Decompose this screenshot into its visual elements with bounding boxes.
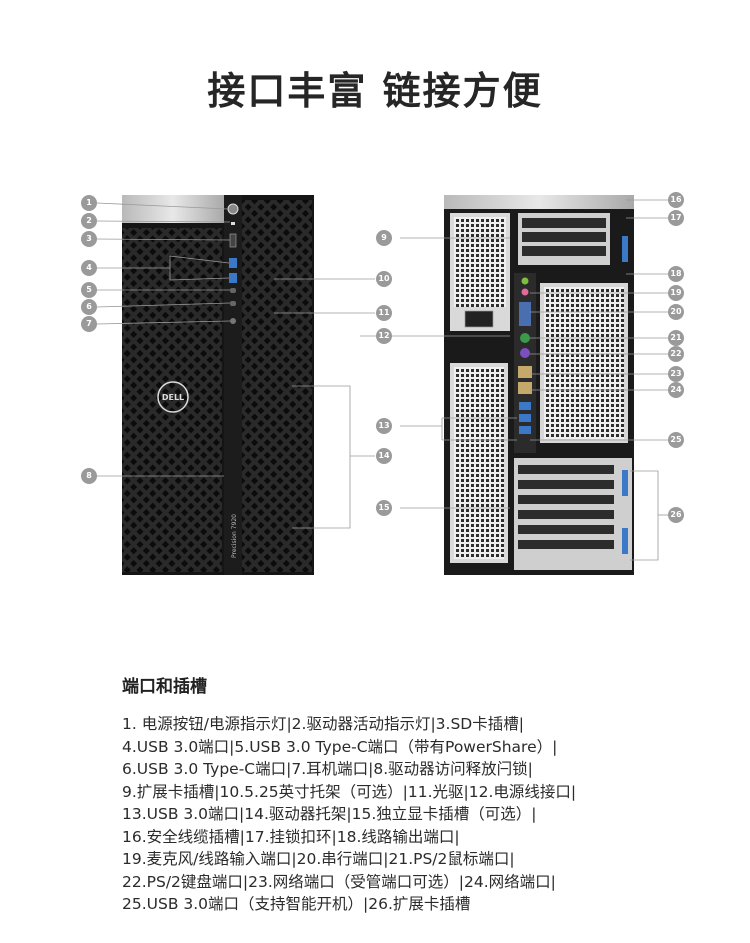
port-line: 9.扩展卡插槽|10.5.25英寸托架（可选）|11.光驱|12.电源线接口| (122, 782, 577, 801)
callout-12: 12 (376, 328, 392, 344)
callout-21: 21 (668, 330, 684, 346)
callout-16: 16 (668, 192, 684, 208)
callout-13: 13 (376, 418, 392, 434)
callout-9: 9 (376, 230, 392, 246)
front-view: DELL Precision 7920 (122, 195, 314, 575)
dell-logo-text: DELL (162, 393, 184, 402)
callout-18: 18 (668, 266, 684, 282)
callout-4: 4 (81, 260, 97, 276)
callout-19: 19 (668, 285, 684, 301)
port-line: 6.USB 3.0 Type-C端口|7.耳机端口|8.驱动器访问释放闩锁| (122, 760, 533, 778)
port-line: 1. 电源按钮/电源指示灯|2.驱动器活动指示灯|3.SD卡插槽| (122, 715, 524, 733)
port-line: 13.USB 3.0端口|14.驱动器托架|15.独立显卡插槽（可选）| (122, 805, 537, 823)
port-line: 22.PS/2键盘端口|23.网络端口（受管端口可选）|24.网络端口| (122, 872, 556, 891)
callout-15: 15 (376, 500, 392, 516)
workstation-illustration: DELL Precision 7920 (96, 195, 668, 575)
callout-6: 6 (81, 299, 97, 315)
ports-section-title: 端口和插槽 (122, 677, 207, 697)
callout-17: 17 (668, 210, 684, 226)
callout-22: 22 (668, 346, 684, 362)
callout-1: 1 (81, 195, 97, 211)
callout-26: 26 (668, 507, 684, 523)
ports-list: 1. 电源按钮/电源指示灯|2.驱动器活动指示灯|3.SD卡插槽| 4.USB … (122, 713, 722, 916)
callout-8: 8 (81, 468, 97, 484)
port-line: 19.麦克风/线路输入端口|20.串行端口|21.PS/2鼠标端口| (122, 850, 515, 868)
callout-11: 11 (376, 305, 392, 321)
page-headline: 接口丰富 链接方便 (207, 69, 543, 113)
callout-2: 2 (81, 213, 97, 229)
callout-24: 24 (668, 382, 684, 398)
callout-23: 23 (668, 366, 684, 382)
rear-view (444, 195, 634, 575)
callout-20: 20 (668, 304, 684, 320)
power-button-icon (227, 203, 239, 215)
callout-14: 14 (376, 448, 392, 464)
dell-logo (157, 381, 189, 413)
workstation-figure: DELL Precision 7920 (70, 188, 700, 588)
ports-and-slots-section: 端口和插槽 1. 电源按钮/电源指示灯|2.驱动器活动指示灯|3.SD卡插槽| … (122, 672, 722, 916)
callout-5: 5 (81, 282, 97, 298)
model-label: Precision 7920 (231, 514, 238, 558)
port-line: 4.USB 3.0端口|5.USB 3.0 Type-C端口（带有PowerSh… (122, 737, 558, 756)
callout-10: 10 (376, 271, 392, 287)
port-line: 25.USB 3.0端口（支持智能开机）|26.扩展卡插槽 (122, 895, 471, 913)
callout-7: 7 (81, 316, 97, 332)
callout-3: 3 (81, 231, 97, 247)
callout-25: 25 (668, 432, 684, 448)
port-line: 16.安全线缆插槽|17.挂锁扣环|18.线路输出端口| (122, 827, 460, 846)
